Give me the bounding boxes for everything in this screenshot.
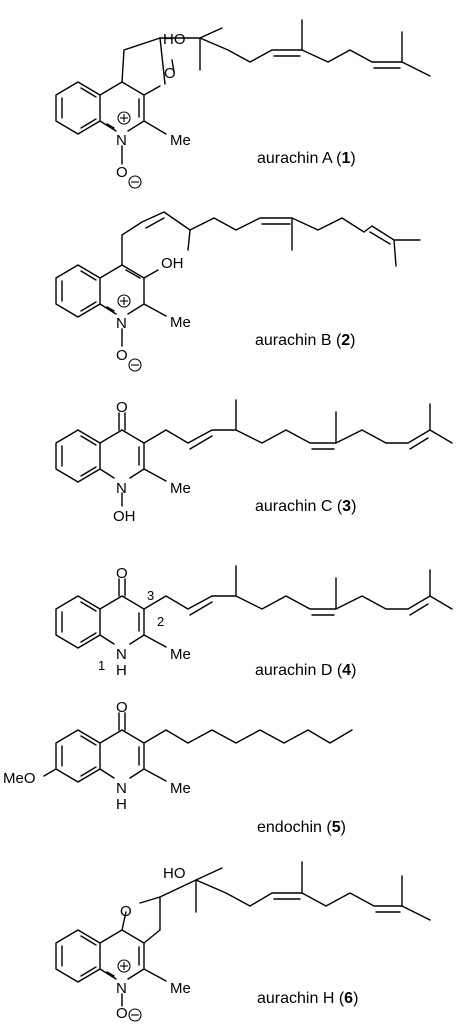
caption-aurachin-h: aurachin H (6): [257, 990, 358, 1007]
atom-n-e: N: [116, 780, 127, 797]
atom-oh-b: OH: [161, 255, 184, 272]
benzo-inner-bonds-d: [61, 601, 97, 643]
benzo-inner-bonds-c: [61, 435, 97, 477]
methyl-bond-b: [143, 303, 167, 317]
atom-n-b: N: [116, 315, 127, 332]
furan-wedge-a: [159, 37, 166, 85]
structure-aurachin-d: O N H Me 1 2 3 aurachin D (4): [55, 565, 453, 679]
furan-hash-h: [159, 879, 197, 898]
atom-o-c: O: [116, 399, 128, 416]
pyridine-inner-bonds-h: [106, 946, 140, 977]
atom-ring-o-a: O: [164, 65, 176, 82]
caption-aurachin-b: aurachin B (2): [255, 332, 356, 349]
furan-ring-h: [121, 896, 161, 944]
atom-ring-o-h: O: [120, 903, 132, 920]
atom-ho-a: HO: [163, 31, 186, 48]
structure-aurachin-a: HO N O O Me aurachin A (1): [55, 19, 431, 189]
methyl-bond-e: [143, 768, 167, 782]
atom-o-d: O: [116, 565, 128, 582]
atom-oh-c: OH: [113, 508, 136, 525]
methyl-bond-a: [143, 120, 167, 135]
pyridone-ring-d: [99, 595, 145, 645]
side-chain-double-bonds-a: [273, 55, 401, 69]
atom-me-b: Me: [170, 314, 191, 331]
atom-n-c: N: [116, 480, 127, 497]
structure-aurachin-h: HO O N O Me aurachin H (6): [55, 861, 431, 1022]
hydroxy-bond-b: [143, 269, 159, 279]
atom-ho-h: HO: [163, 865, 186, 882]
carbonyl-e: [118, 712, 126, 731]
furan-ring-a: [121, 37, 175, 96]
methoxy-bond-e: [43, 768, 57, 777]
atom-me-a: Me: [170, 132, 191, 149]
atom-n-a: N: [116, 132, 127, 149]
structure-aurachin-c: O N OH Me aurachin C (3): [55, 399, 453, 525]
carbonyl-d: [118, 578, 126, 597]
atom-o-a: O: [116, 164, 128, 181]
pyridine-inner-bonds-b: [106, 269, 141, 312]
atom-o-e: O: [116, 699, 128, 716]
carbonyl-c: [118, 412, 126, 431]
heptyl-chain-e: [143, 729, 353, 744]
side-chain-double-bonds-d: [189, 601, 429, 616]
atom-me-e: Me: [170, 780, 191, 797]
atom-h-d: H: [116, 662, 127, 679]
caption-aurachin-c: aurachin C (3): [255, 498, 356, 515]
structure-aurachin-b: OH N O Me aurachin B (2): [55, 211, 421, 372]
benzo-inner-bonds-e: [61, 735, 97, 777]
side-chain-double-bonds-b: [145, 217, 391, 245]
plus-charge-icon-a: [117, 111, 131, 125]
atom-me-c: Me: [170, 480, 191, 497]
caption-aurachin-d: aurachin D (4): [255, 662, 356, 679]
caption-aurachin-a: aurachin A (1): [257, 150, 356, 167]
minus-charge-icon-b: [128, 358, 142, 372]
atom-n-h: N: [116, 980, 127, 997]
pyridone-ring-e: [99, 729, 145, 779]
atom-me-d: Me: [170, 646, 191, 663]
pyridone-ring-c: [99, 429, 145, 479]
side-chain-double-bonds-h: [273, 898, 401, 913]
locant-1: 1: [98, 658, 105, 673]
atom-meo-e: MeO: [3, 770, 36, 787]
structure-endochin: O MeO N H Me endochin (5): [3, 699, 353, 836]
plus-charge-icon-b: [117, 294, 131, 308]
side-chain-h: [195, 861, 431, 921]
atom-me-h: Me: [170, 980, 191, 997]
locant-3: 3: [147, 588, 154, 603]
caption-endochin: endochin (5): [257, 819, 346, 836]
plus-charge-icon-h: [117, 959, 131, 973]
atom-n-d: N: [116, 646, 127, 663]
atom-h-e: H: [116, 796, 127, 813]
benzo-inner-bonds-a: [61, 87, 97, 129]
methyl-bond-c: [143, 468, 167, 482]
side-chain-double-bonds-c: [189, 435, 429, 450]
side-chain-a: [159, 19, 431, 77]
benzo-inner-bonds-h: [61, 935, 97, 977]
benzo-inner-bonds-b: [61, 270, 97, 312]
side-chain-c: [143, 399, 453, 444]
side-chain-d: [143, 565, 453, 610]
side-chain-b: [121, 211, 421, 267]
atom-o-h: O: [116, 1005, 128, 1022]
locant-2: 2: [157, 614, 164, 629]
pyridine-inner-bonds-a: [106, 98, 140, 129]
minus-charge-icon-a: [128, 175, 142, 189]
methyl-bond-d: [143, 634, 167, 648]
atom-o-b: O: [116, 347, 128, 364]
minus-charge-icon-h: [128, 1008, 142, 1022]
methyl-bond-h: [143, 968, 167, 982]
